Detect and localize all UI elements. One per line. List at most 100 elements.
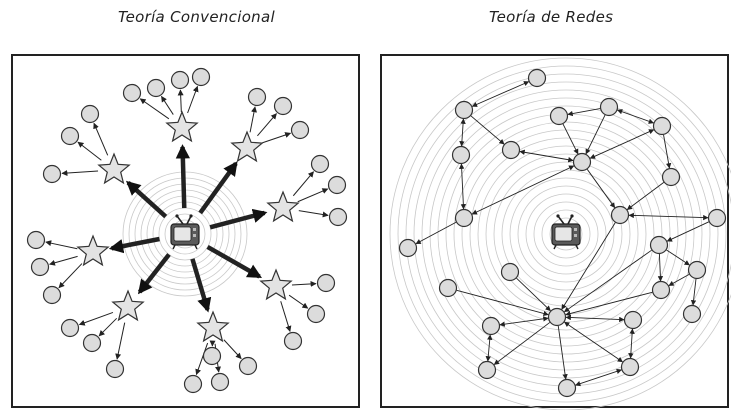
network-edge	[589, 129, 655, 159]
network-node	[652, 116, 672, 136]
relay-arrow	[297, 188, 329, 203]
audience-node	[202, 346, 222, 366]
relay-arrow	[93, 122, 109, 156]
relay-arrow	[261, 132, 292, 144]
star-node	[266, 190, 300, 223]
relay-arrow	[280, 301, 292, 333]
relay-arrow	[177, 89, 184, 113]
relay-arrow	[161, 95, 174, 115]
network-edge	[628, 328, 635, 359]
right-panel	[380, 54, 731, 410]
network-edge	[657, 253, 664, 282]
audience-node	[191, 67, 211, 87]
network-node	[500, 262, 520, 282]
network-edge	[562, 123, 579, 155]
audience-node	[273, 96, 293, 116]
network-edge	[690, 278, 697, 306]
left-panel-title: Teoría Convencional	[118, 8, 275, 26]
network-node	[557, 378, 577, 398]
audience-node	[146, 78, 166, 98]
network-node	[481, 316, 501, 336]
relay-arrow	[58, 263, 83, 289]
ring	[158, 207, 212, 261]
network-node	[682, 304, 702, 324]
broadcast-arrow	[190, 258, 212, 313]
network-edge	[519, 149, 574, 163]
network-edge	[565, 314, 625, 323]
audience-node	[42, 164, 62, 184]
audience-node	[183, 374, 203, 394]
network-edge	[585, 114, 606, 155]
right-network-edges	[415, 81, 710, 387]
network-node	[454, 208, 474, 228]
star-node	[259, 268, 293, 301]
network-node	[620, 357, 640, 377]
left-thin-arrows	[45, 85, 329, 376]
network-node	[651, 280, 671, 300]
star-node	[97, 152, 131, 185]
broadcast-arrow	[206, 244, 263, 279]
network-node	[661, 167, 681, 187]
network-edge	[415, 221, 457, 245]
network-node	[501, 140, 521, 160]
network-edge	[561, 222, 616, 310]
star-node	[111, 289, 145, 322]
network-edge	[563, 249, 652, 313]
left-panel	[11, 54, 360, 408]
network-edge	[471, 165, 575, 215]
broadcast-arrow	[137, 253, 171, 295]
audience-node	[210, 372, 230, 392]
network-edge	[459, 118, 466, 147]
audience-node	[247, 87, 267, 107]
star-node	[230, 130, 264, 163]
network-node	[707, 208, 727, 228]
network-edge	[563, 321, 624, 363]
network-node	[649, 235, 669, 255]
audience-node	[30, 257, 50, 277]
relay-arrow	[195, 342, 209, 376]
relay-arrow	[288, 294, 309, 309]
network-edge	[470, 115, 505, 145]
star-node	[196, 310, 230, 343]
network-edge	[628, 212, 709, 221]
relay-arrow	[257, 113, 277, 137]
relay-arrow	[139, 98, 170, 120]
audience-node	[60, 318, 80, 338]
relay-arrow	[187, 85, 199, 114]
network-node	[687, 260, 707, 280]
relay-arrow	[98, 317, 118, 337]
audience-node	[105, 359, 125, 379]
network-edge	[458, 163, 467, 210]
audience-node	[290, 120, 310, 140]
audience-node	[327, 175, 347, 195]
relay-arrow	[249, 106, 257, 133]
network-node	[623, 310, 643, 330]
network-node	[549, 106, 569, 126]
relay-arrow	[49, 255, 78, 266]
network-node	[599, 97, 619, 117]
relay-arrow	[77, 141, 102, 161]
network-edge	[499, 316, 549, 327]
network-node	[527, 68, 547, 88]
network-node	[438, 278, 458, 298]
network-edge	[586, 169, 616, 209]
ring	[549, 217, 583, 251]
relay-arrow	[61, 170, 99, 177]
audience-node	[283, 331, 303, 351]
audience-node	[316, 273, 336, 293]
network-edge	[626, 182, 665, 210]
network-node	[610, 205, 630, 225]
network-edge	[663, 134, 672, 169]
network-edge	[575, 368, 622, 387]
network-edge	[668, 273, 690, 287]
network-edge	[485, 334, 493, 362]
audience-node	[42, 285, 62, 305]
audience-node	[122, 83, 142, 103]
audience-node	[328, 207, 348, 227]
broadcast-arrow	[198, 161, 238, 215]
audience-node	[310, 154, 330, 174]
relay-arrow	[291, 280, 317, 287]
audience-node	[60, 126, 80, 146]
network-node	[477, 360, 497, 380]
